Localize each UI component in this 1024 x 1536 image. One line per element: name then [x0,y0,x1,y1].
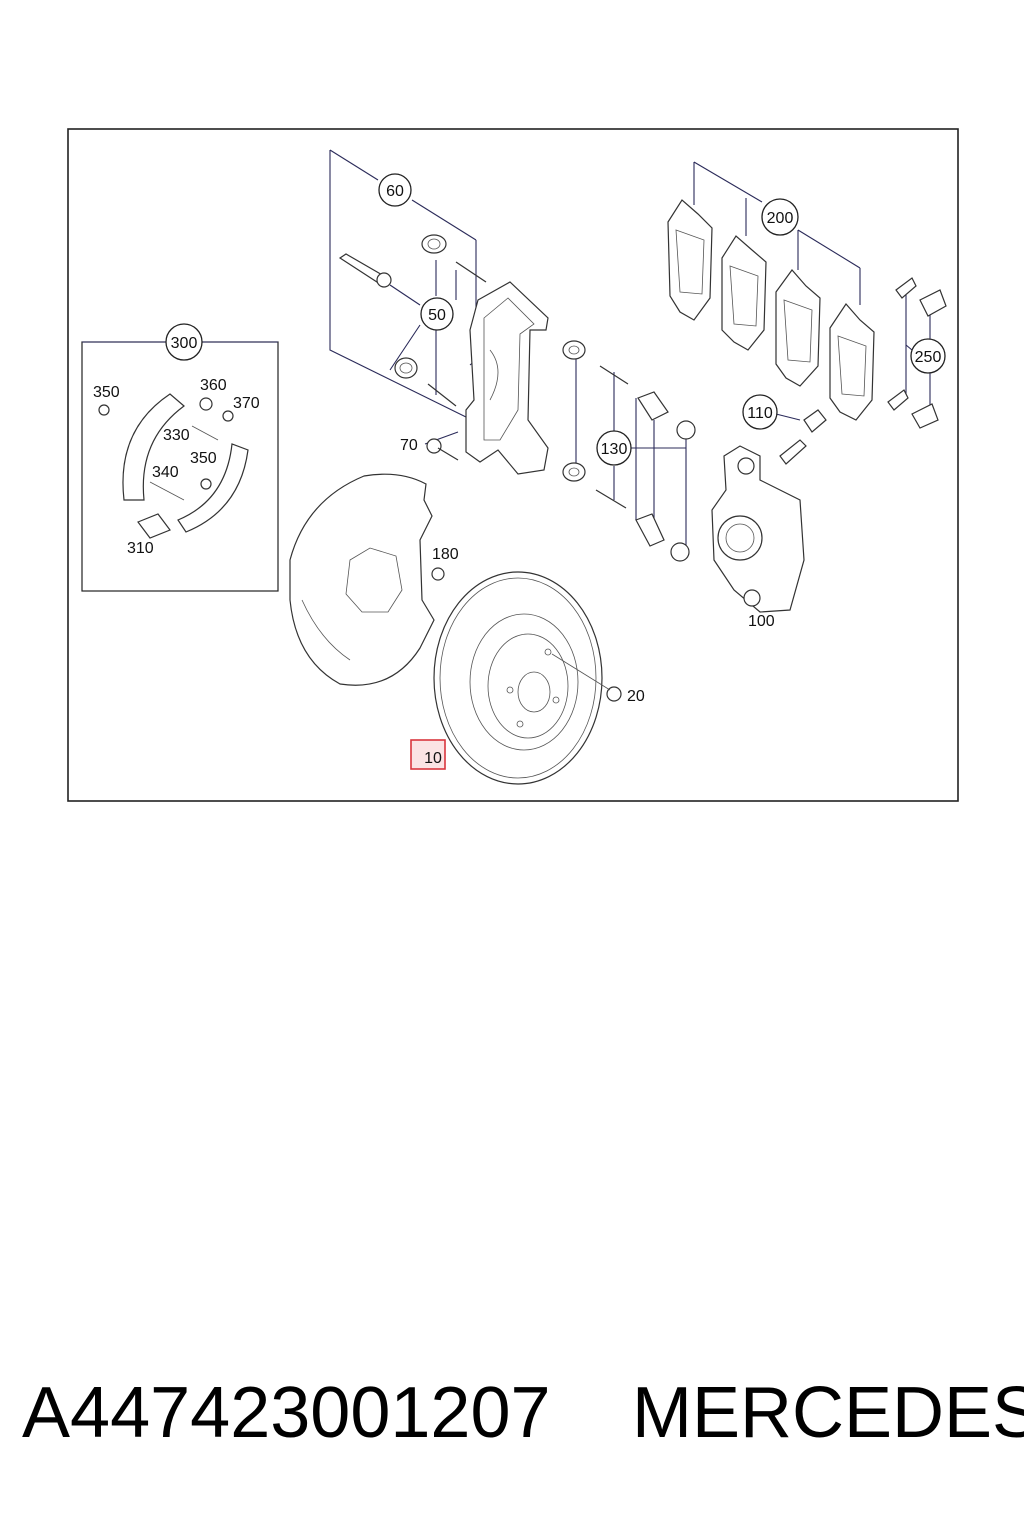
svg-text:60: 60 [386,183,404,200]
svg-text:110: 110 [747,405,773,422]
part-number: A447423001207 [22,1373,551,1453]
brake-exploded-diagram: 60 50 200 300 130 110 250 350 360 370 33… [67,128,959,802]
callout-50: 50 [420,297,454,331]
label-70: 70 [400,437,418,454]
label-330: 330 [163,427,190,444]
caliper-housing [711,445,805,613]
label-360: 360 [200,377,227,394]
pad-clips [887,277,947,429]
label-100: 100 [748,613,775,630]
callout-130: 130 [596,430,632,466]
brake-pads [667,199,875,421]
brand-name: MERCEDES [632,1373,1024,1453]
callout-110: 110 [742,394,778,430]
brake-disc [433,571,603,785]
guide-pin-parts [338,234,487,407]
svg-text:250: 250 [915,349,942,366]
bleeder-screw [779,409,827,465]
svg-text:300: 300 [171,335,198,352]
guide-pin-kit [562,340,696,562]
dust-shield [289,473,435,686]
diagram-frame [67,128,959,802]
bolt-70 [426,438,459,461]
callout-200: 200 [761,198,799,236]
screw-180 [431,567,445,581]
callout-60: 60 [378,173,412,207]
parking-brake-shoes [98,393,249,539]
label-310: 310 [127,540,154,557]
label-180: 180 [432,546,459,563]
label-350-mid: 350 [190,450,217,467]
label-350-top: 350 [93,384,120,401]
svg-text:10: 10 [424,750,442,767]
svg-text:130: 130 [601,441,628,458]
callout-10-highlighted: 10 [410,739,446,770]
label-370: 370 [233,395,260,412]
label-340: 340 [152,464,179,481]
callout-300: 300 [165,323,203,361]
label-20: 20 [627,688,645,705]
parking-brake-inset-box [81,341,279,592]
callout-250: 250 [910,338,946,374]
svg-text:50: 50 [428,307,446,324]
svg-text:200: 200 [767,210,794,227]
screw-20 [551,653,622,702]
caliper-carrier [465,281,549,475]
